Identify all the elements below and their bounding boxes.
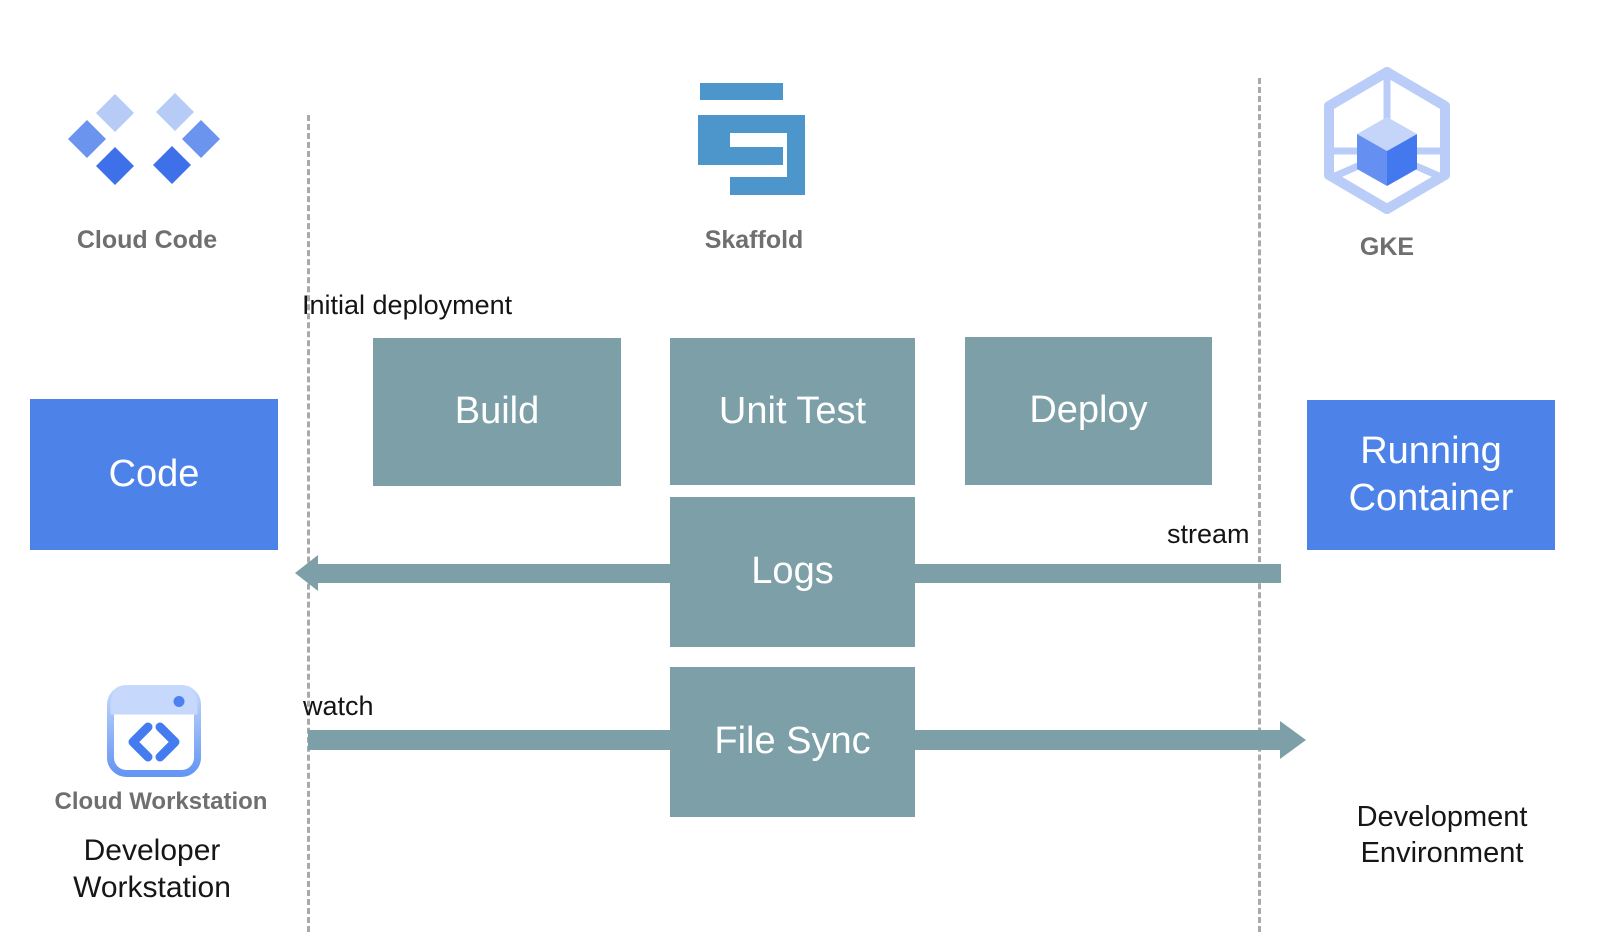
- file-sync-arrowhead-icon: [1280, 721, 1306, 759]
- unit-test-node: Unit Test: [670, 338, 915, 485]
- developer-workstation-label: Developer Workstation: [73, 834, 231, 905]
- running-container-node: Running Container: [1307, 400, 1555, 550]
- gke-icon: [1324, 67, 1450, 214]
- build-node: Build: [373, 338, 621, 486]
- logs-stream-arrowhead-icon: [295, 555, 318, 591]
- watch-label: watch: [303, 691, 374, 721]
- skaffold-icon: [698, 83, 805, 195]
- skaffold-label: Skaffold: [704, 226, 804, 254]
- logs-node: Logs: [670, 497, 915, 647]
- stream-label: stream: [1167, 519, 1250, 549]
- deploy-node: Deploy: [965, 337, 1212, 485]
- cloud-code-icon: [68, 93, 220, 185]
- cloud-code-label: Cloud Code: [76, 226, 218, 254]
- left-environment-divider: [307, 115, 310, 932]
- cloud-workstation-label: Cloud Workstation: [54, 788, 268, 815]
- code-node: Code: [30, 399, 278, 550]
- initial-deployment-label: Initial deployment: [302, 290, 513, 320]
- cloud-workstation-icon: [107, 685, 201, 777]
- gke-label: GKE: [1359, 233, 1415, 261]
- development-environment-label: Development Environment: [1356, 801, 1528, 869]
- right-environment-divider: [1258, 78, 1261, 932]
- file-sync-node: File Sync: [670, 667, 915, 817]
